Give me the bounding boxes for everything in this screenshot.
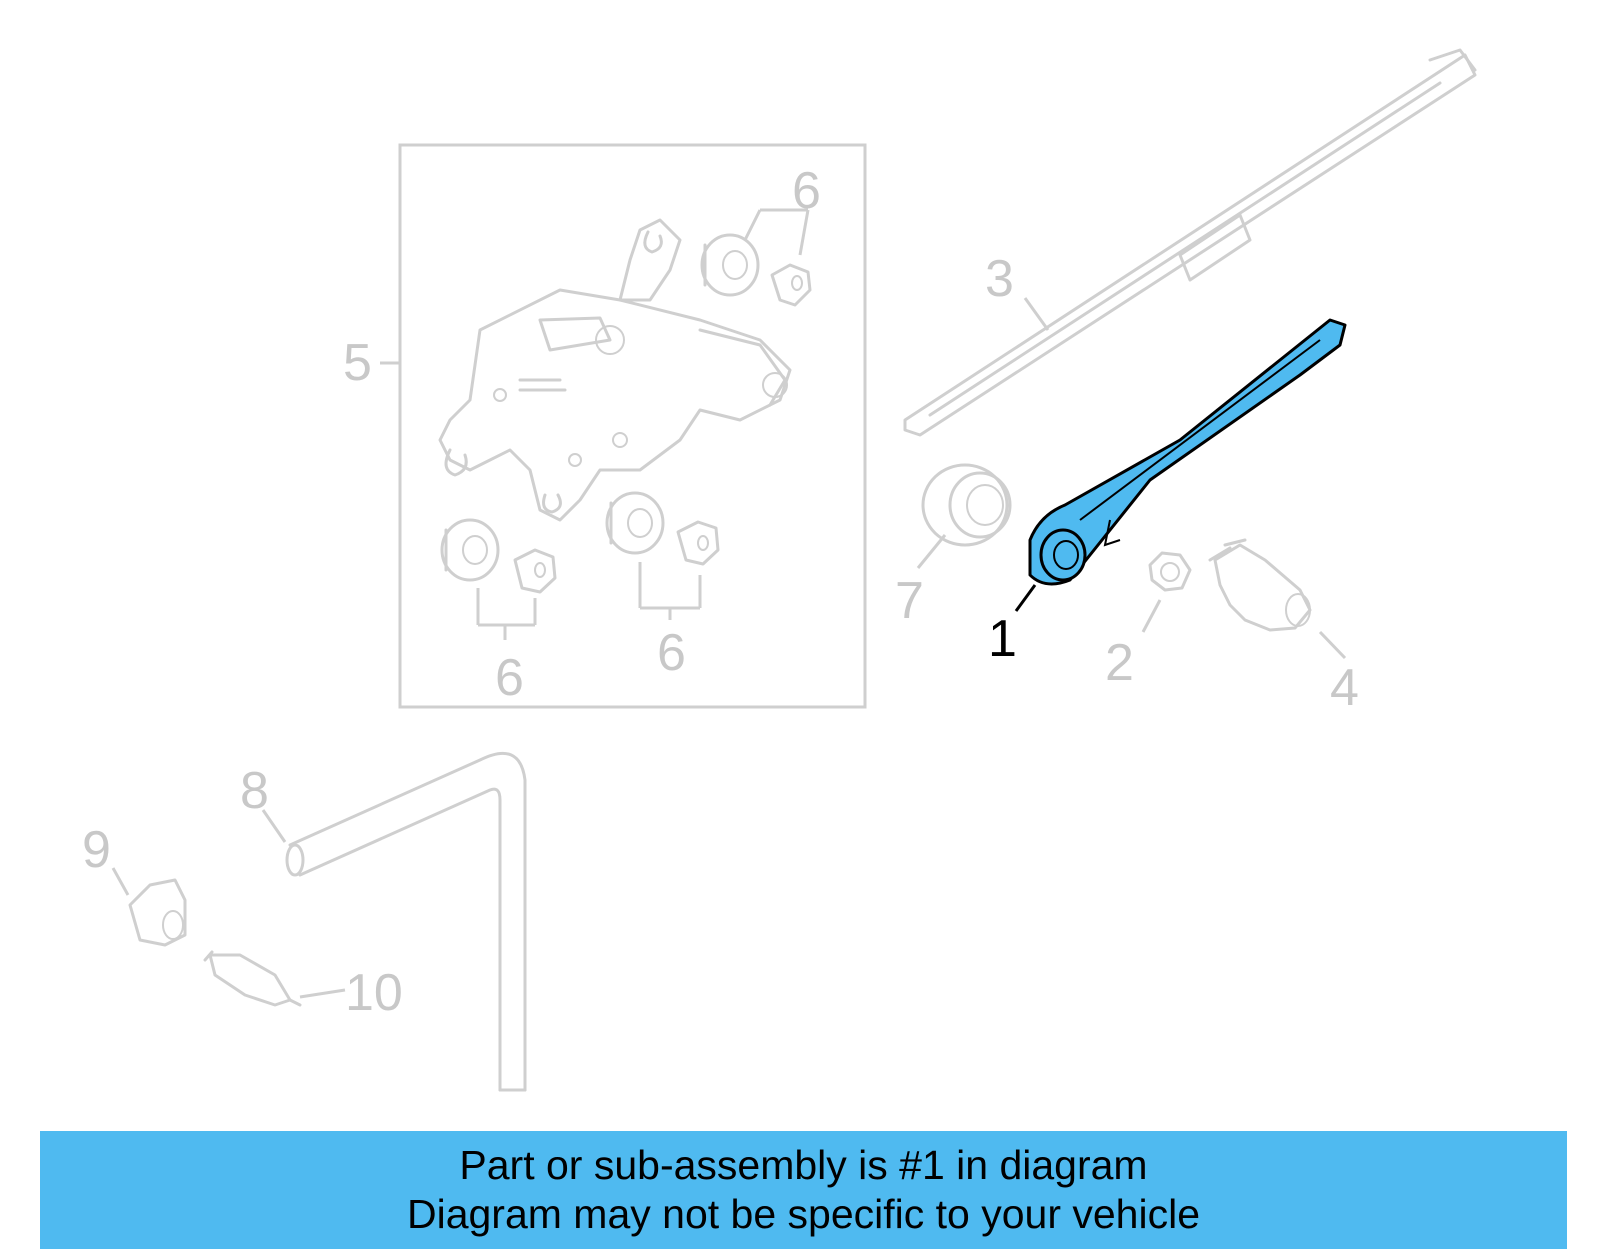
callout-9: 9 [82, 821, 111, 879]
banner-line-1: Part or sub-assembly is #1 in diagram [459, 1142, 1148, 1188]
callout-7: 7 [895, 572, 924, 630]
callout-8: 8 [240, 762, 269, 820]
callout-3: 3 [985, 250, 1014, 308]
info-banner: Part or sub-assembly is #1 in diagram Di… [40, 1131, 1567, 1249]
wiper-arm-highlight [1028, 318, 1347, 586]
motor-assembly-group [398, 143, 867, 709]
wiper-blade [903, 48, 1477, 437]
callout-6-top: 6 [792, 162, 821, 220]
bushing [770, 263, 812, 307]
washer-hose [285, 751, 527, 1092]
callout-6-bottom-left: 6 [495, 649, 524, 707]
motor-assembly-frame [398, 143, 867, 709]
leader-lines [111, 208, 1347, 999]
bushing [513, 548, 557, 594]
cap [921, 463, 1012, 547]
grommet [700, 233, 760, 297]
grommet-group [440, 233, 812, 594]
callout-4: 4 [1330, 659, 1359, 717]
grommet [440, 518, 500, 582]
check-valve [203, 950, 302, 1007]
banner-line-2: Diagram may not be specific to your vehi… [406, 1191, 1200, 1237]
callout-labels: 1 2 3 4 5 6 6 6 7 8 9 10 [82, 162, 1359, 1022]
hose-connector [128, 878, 187, 947]
grommet [605, 491, 665, 555]
parts-diagram: 1 2 3 4 5 6 6 6 7 8 9 10 [82, 48, 1477, 1092]
callout-10: 10 [345, 964, 403, 1022]
callout-2: 2 [1105, 634, 1134, 692]
callout-1: 1 [988, 610, 1017, 668]
callout-5: 5 [343, 334, 372, 392]
wiper-motor [438, 288, 792, 522]
nut [1148, 551, 1192, 592]
bushing [676, 520, 720, 566]
nozzle [1208, 538, 1312, 632]
wiper-arm [1028, 318, 1347, 586]
callout-6-bottom-right: 6 [657, 624, 686, 682]
